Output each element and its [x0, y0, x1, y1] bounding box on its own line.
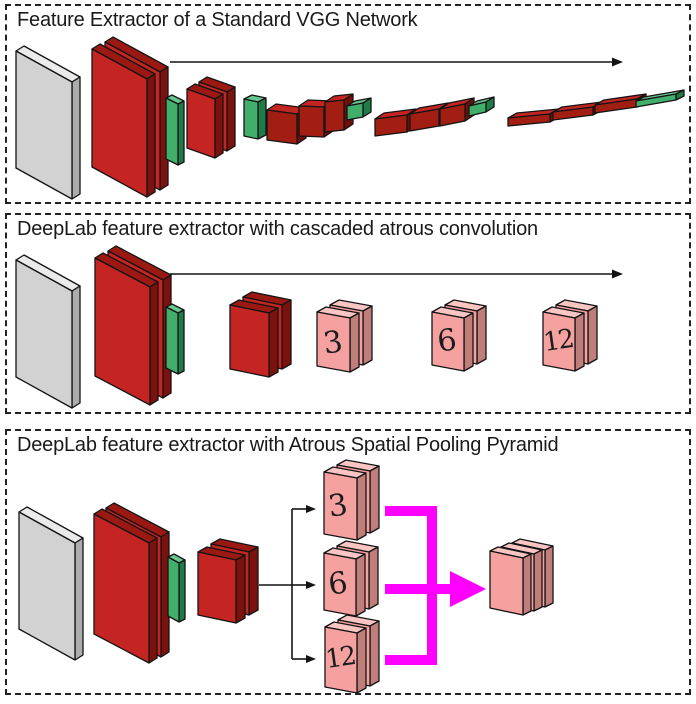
conv-stage-1	[94, 245, 172, 406]
pool-3	[346, 97, 372, 121]
branch-arrows	[259, 505, 316, 663]
atrous-rate-label: 12	[542, 324, 575, 358]
panel-title: DeepLab feature extractor with cascaded …	[17, 218, 538, 240]
conv-stage-2	[186, 76, 236, 159]
panel-vgg: Feature Extractor of a Standard VGG Netw…	[5, 4, 691, 204]
conv-stage-5-b	[552, 101, 603, 121]
input-image-plate	[15, 254, 81, 409]
input-image-plate	[15, 45, 81, 200]
vgg-diagram	[15, 36, 685, 200]
cascaded-atrous-diagram: 3 6 12	[15, 245, 623, 409]
aspp-rate-label: 12	[324, 641, 357, 675]
aspp-branch-rate-3	[323, 459, 380, 541]
pool-1	[167, 553, 186, 623]
panel-title: Feature Extractor of a Standard VGG Netw…	[17, 9, 418, 31]
panel-title: DeepLab feature extractor with Atrous Sp…	[17, 434, 559, 456]
conv-stage-1	[91, 36, 169, 198]
aspp-diagram: 3 6 12	[18, 459, 554, 693]
atrous-block-rate-12	[542, 299, 598, 372]
pool-1	[165, 94, 185, 166]
flow-arrow	[170, 269, 623, 279]
aspp-branch-rate-12	[324, 614, 380, 693]
conv-stage-4-c	[439, 97, 475, 127]
aspp-branch-rate-6	[323, 540, 379, 617]
conv-stage-1	[93, 502, 170, 664]
input-image-plate	[18, 506, 84, 661]
conv-block	[197, 538, 259, 624]
aspp-rate-label: 6	[326, 565, 350, 602]
conv-block	[229, 291, 292, 378]
aspp-rate-label: 3	[326, 487, 350, 524]
pool-2	[243, 94, 267, 140]
atrous-block-rate-3	[316, 299, 373, 373]
fused-output-block	[489, 538, 554, 616]
panel-cascaded-atrous: 3 6 12 DeepLab feature extractor with ca…	[5, 213, 691, 414]
atrous-block-rate-6	[431, 299, 487, 372]
conv-stage-5-a	[507, 108, 560, 127]
flow-arrow	[170, 57, 623, 67]
pool-1	[165, 303, 185, 375]
atrous-rate-label: 3	[321, 324, 345, 361]
pool-5	[635, 89, 685, 108]
pool-4	[468, 96, 495, 117]
panel-aspp: 3 6 12 DeepLab feature extractor with At…	[5, 429, 691, 695]
atrous-rate-label: 6	[435, 322, 459, 359]
merge-arrow	[385, 506, 486, 665]
